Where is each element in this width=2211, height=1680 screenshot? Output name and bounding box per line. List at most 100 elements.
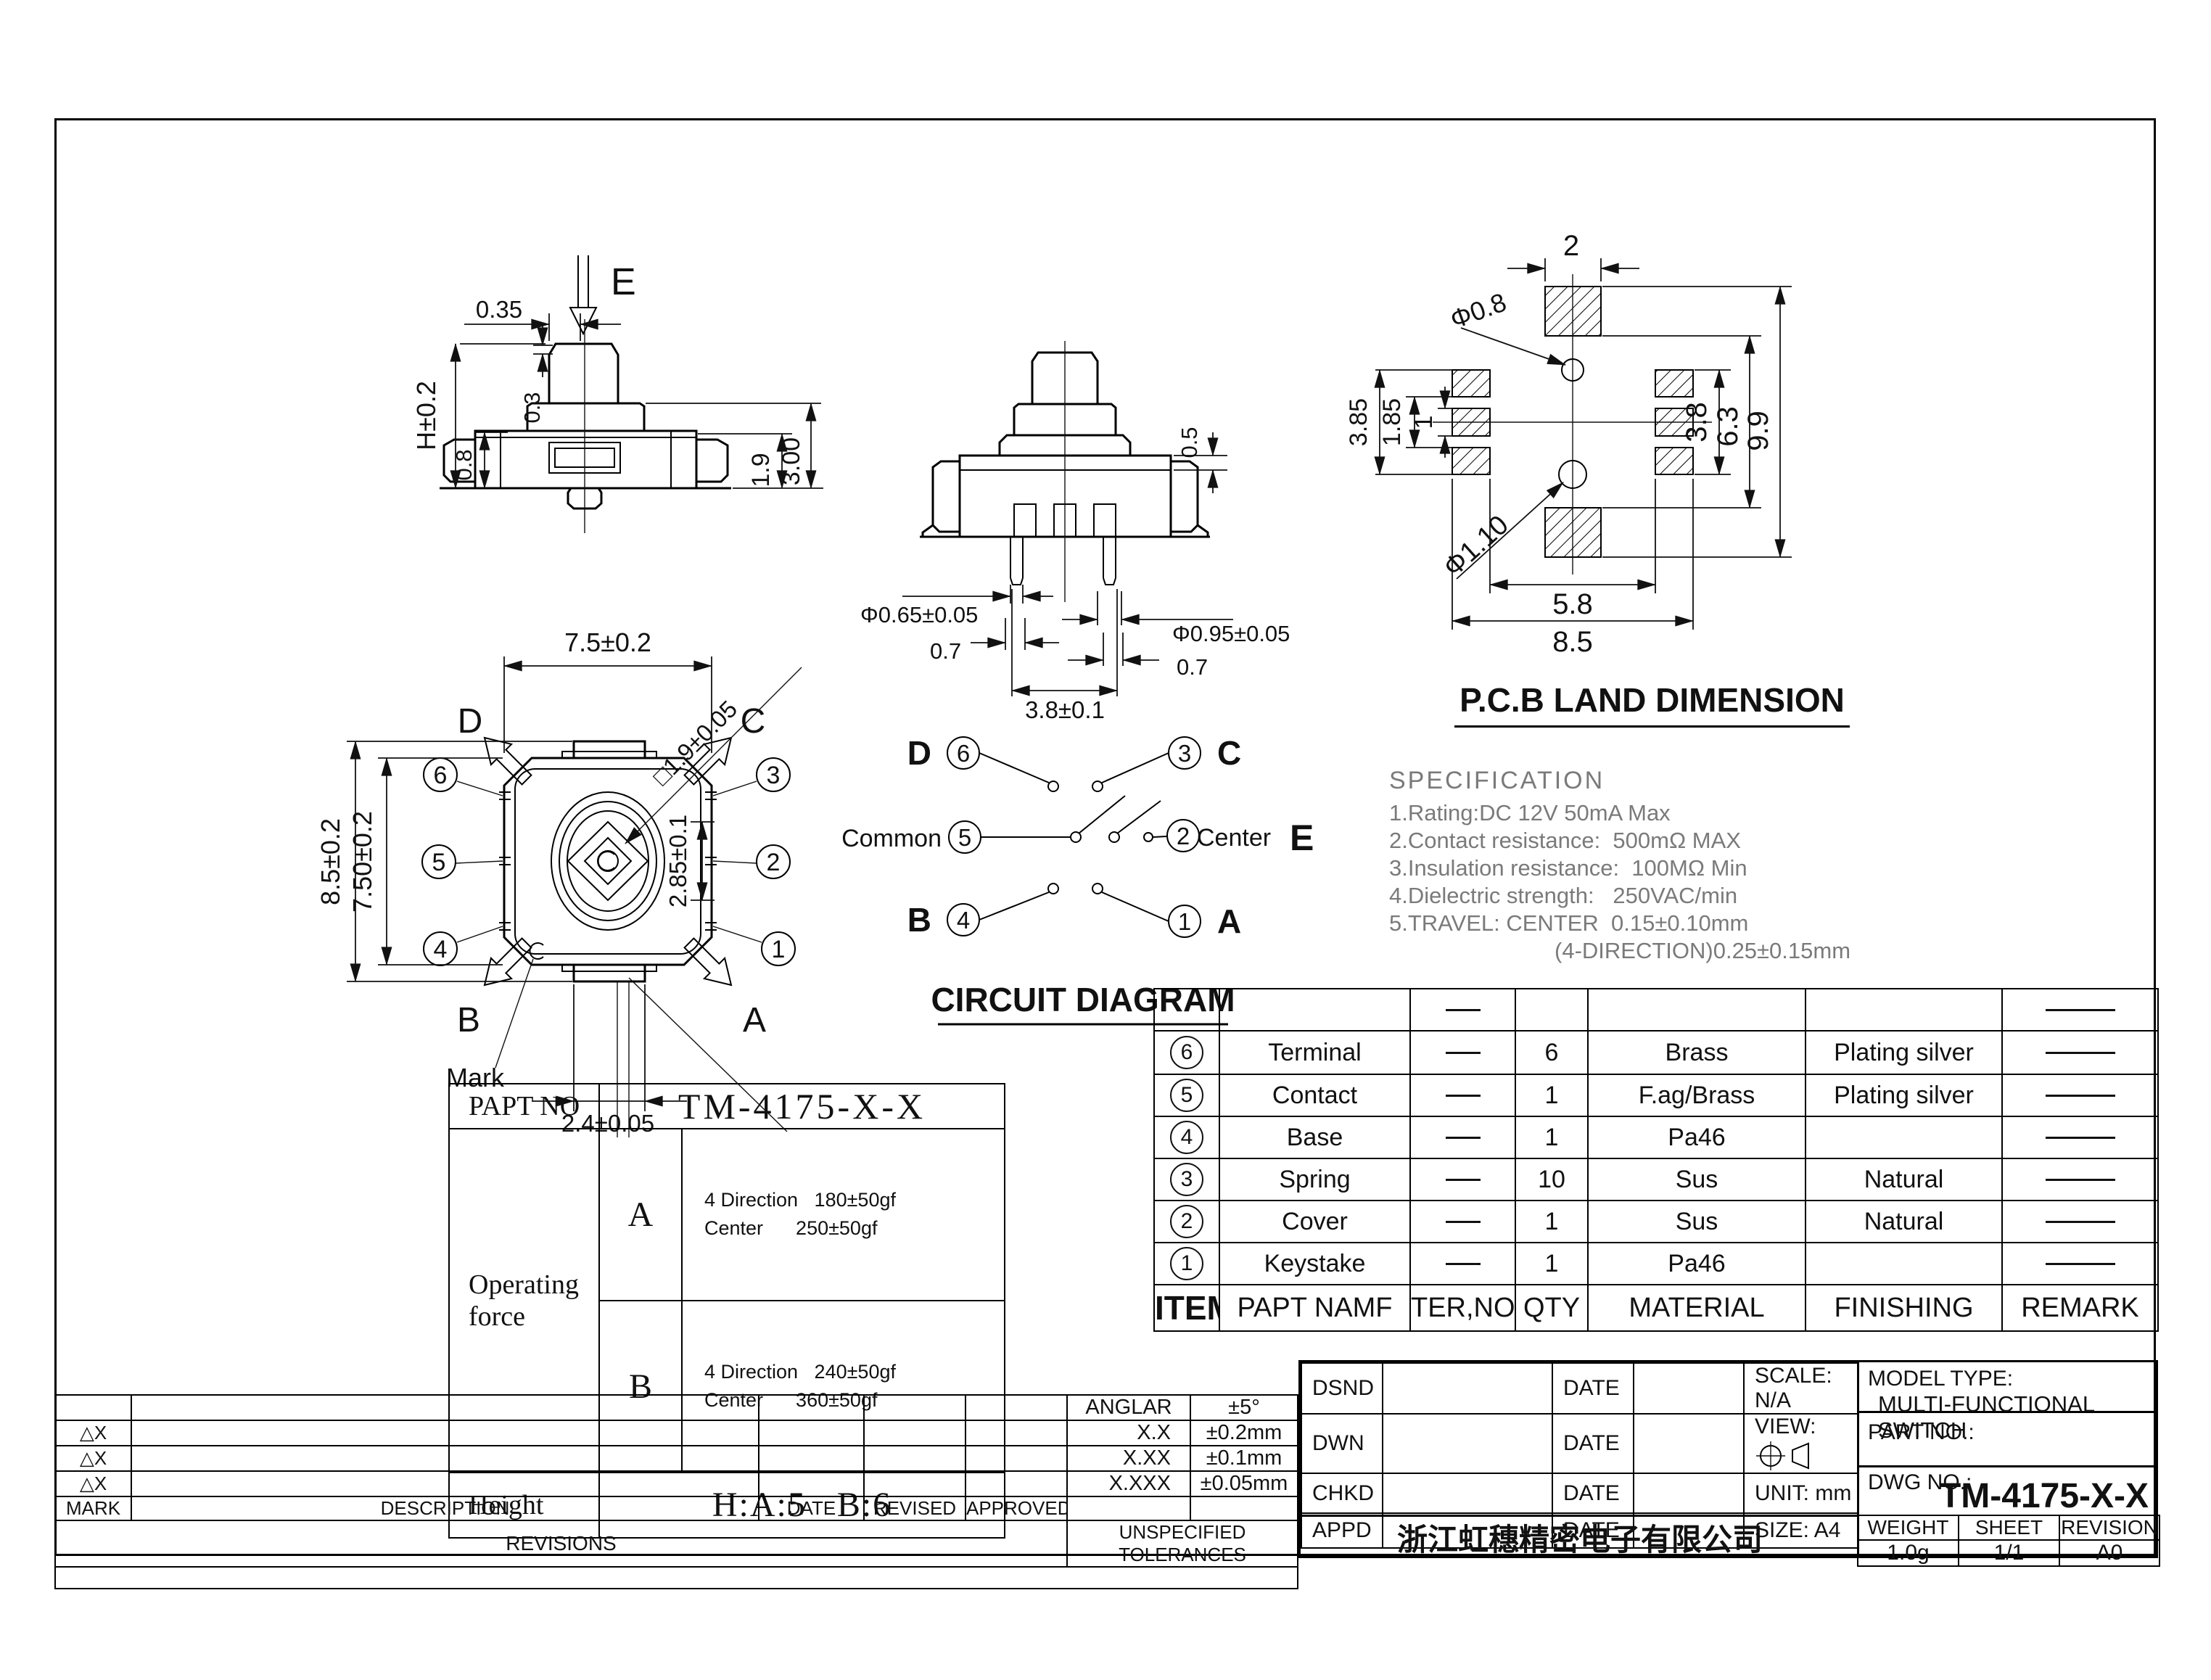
switch-body-front xyxy=(440,319,731,533)
node-4: 4 xyxy=(957,907,970,934)
dim-0-5: 0.5 xyxy=(1177,427,1202,458)
bom-material: Sus xyxy=(1587,1158,1806,1201)
appd-row: APPD DATE SIZE: A4 xyxy=(1301,1512,1859,1549)
revisions-table: ANGLAR ±5° △X X.X ±0.2mm △X X.XX ±0.1mm … xyxy=(54,1394,1298,1589)
dim-3-8: 3.8±0.1 xyxy=(1025,696,1105,723)
e-label: E xyxy=(611,261,636,303)
dim-phi08: Φ0.8 xyxy=(1446,287,1510,334)
rev-title-row: REVISIONS UNSPECIFIED TOLERANCES xyxy=(54,1520,1298,1568)
front-view-drawing: E 0.35 H±0.2 0.8 xyxy=(411,255,823,533)
rev-row-0: ANGLAR ±5° xyxy=(54,1394,1298,1421)
dim-8-5: 8.5 xyxy=(1552,626,1593,658)
rev-row-2: △X X.XX ±0.1mm xyxy=(54,1445,1298,1472)
bom-h-remark: REMARK xyxy=(2001,1284,2159,1332)
bom-name: Terminal xyxy=(1219,1030,1411,1075)
pin-3: 3 xyxy=(767,762,781,789)
rev-h-mark: MARK xyxy=(54,1496,132,1521)
dim-5-8: 5.8 xyxy=(1552,588,1593,620)
bom-row-spring: 3 Spring 10 Sus Natural xyxy=(1153,1158,2159,1201)
spec-line-1: 1.Rating:DC 12V 50mA Max xyxy=(1389,800,1671,825)
part-no-section: PART NO.: xyxy=(1859,1413,2158,1467)
pcb-land-drawing: 2 Φ0.8 Φ1.10 3.85 1.85 1 3.8 6.3 xyxy=(1345,230,1792,658)
part-no-label: PART NO.: xyxy=(1868,1420,1975,1444)
wsr-value-row: 1.0g 1/1 A0 xyxy=(1857,1539,2160,1567)
dim-phi095: Φ0.95±0.05 xyxy=(1172,621,1290,646)
view-label: VIEW: xyxy=(1755,1415,1816,1438)
dim-0-7-left: 0.7 xyxy=(930,638,961,664)
model-type-label: MODEL TYPE: xyxy=(1868,1367,2014,1391)
rev-mark: △X xyxy=(54,1470,132,1497)
dim-0-7-right: 0.7 xyxy=(1177,654,1208,680)
bom-material: Sus xyxy=(1587,1200,1806,1243)
rev-h-approved: APPROVED xyxy=(965,1496,1068,1521)
node-2: 2 xyxy=(1177,823,1190,849)
model-type-value: MULTI-FUNCTIONAL SWITCH xyxy=(1878,1391,2094,1443)
part-no-label: PAPT NO xyxy=(448,1083,600,1129)
revision-label: REVISION xyxy=(2059,1515,2160,1541)
orientation-mark xyxy=(529,942,544,960)
tol-xxx-label: X.XX xyxy=(1066,1445,1191,1472)
bom-finishing: Plating silver xyxy=(1805,1030,2003,1075)
bom-finishing: Plating silver xyxy=(1805,1074,2003,1117)
tolerances-title: UNSPECIFIED TOLERANCES xyxy=(1066,1520,1298,1568)
dash xyxy=(2045,1178,2115,1181)
bom-name: Cover xyxy=(1219,1200,1411,1243)
dash xyxy=(1445,1051,1481,1054)
revision-value: A0 xyxy=(2059,1539,2160,1567)
projection-symbol-icon xyxy=(1756,1441,1809,1470)
label-d: D xyxy=(907,734,931,772)
e-direction-arrow xyxy=(569,255,598,336)
bom-finishing: Natural xyxy=(1805,1158,2003,1201)
dash xyxy=(1445,1262,1481,1265)
pcb-land-title: P.C.B LAND DIMENSION xyxy=(1454,680,1850,728)
bom-material: F.ag/Brass xyxy=(1587,1074,1806,1117)
bom-row-base: 4 Base 1 Pa46 xyxy=(1153,1116,2159,1159)
bom-finishing xyxy=(1805,1242,2003,1285)
dim-8-5: 8.5±0.2 xyxy=(316,818,345,905)
bom-row-terminal: 6 Terminal 6 Brass Plating silver xyxy=(1153,1030,2159,1075)
rev-mark: △X xyxy=(54,1445,132,1472)
label-common: Common xyxy=(841,825,942,852)
rev-bottom-row xyxy=(54,1566,1298,1589)
bom-name: Base xyxy=(1219,1116,1411,1159)
specification-block: SPECIFICATION 1.Rating:DC 12V 50mA Max 2… xyxy=(1389,767,1850,965)
label-c: C xyxy=(1217,734,1241,772)
dash xyxy=(2045,1094,2115,1097)
item-badge: 1 xyxy=(1170,1247,1203,1280)
tol-anglar-value: ±5° xyxy=(1190,1394,1298,1421)
item-badge: 5 xyxy=(1170,1079,1203,1112)
dash xyxy=(1445,1094,1481,1097)
chkd-row: CHKD DATE UNIT: mm xyxy=(1301,1473,1859,1514)
dash xyxy=(1445,1136,1481,1139)
node-5: 5 xyxy=(958,824,971,851)
circuit-nodes: 6 3 5 2 4 1 D C B A Common Center E xyxy=(841,734,1314,940)
weight-value: 1.0g xyxy=(1857,1539,1959,1567)
bom-material: Pa46 xyxy=(1587,1242,1806,1285)
bom-row-contact: 5 Contact 1 F.ag/Brass Plating silver xyxy=(1153,1074,2159,1117)
bom-name: Spring xyxy=(1219,1158,1411,1201)
spec-line-4: 4.Dielectric strength: 250VAC/min xyxy=(1389,883,1738,908)
spec-title: SPECIFICATION xyxy=(1389,767,1605,794)
weight-label: WEIGHT xyxy=(1857,1515,1959,1541)
bom-h-qty: QTY xyxy=(1515,1284,1589,1332)
unit-value: UNIT: mm xyxy=(1743,1473,1859,1514)
dim-7-50: 7.50±0.2 xyxy=(347,811,377,913)
bom-material: Brass xyxy=(1587,1030,1806,1075)
dash xyxy=(2045,1008,2115,1011)
dash xyxy=(2045,1136,2115,1139)
side-dimensions: 0.5 Φ0.65±0.05 0.7 Φ0.95±0.05 0.7 3.8±0.… xyxy=(860,427,1290,723)
dim-3-85: 3.85 xyxy=(1345,398,1372,446)
rev-h-description: DESCRIPTION xyxy=(131,1496,759,1521)
dash xyxy=(1445,1220,1481,1223)
force-a-key: A xyxy=(598,1128,683,1301)
dash xyxy=(2045,1220,2115,1223)
chkd-label: CHKD xyxy=(1301,1473,1383,1514)
date-label: DATE xyxy=(1552,1512,1634,1549)
bom-h-name: PAPT NAMF xyxy=(1219,1284,1411,1332)
title-info-panel: MODEL TYPE: MULTI-FUNCTIONAL SWITCH PART… xyxy=(1857,1362,2158,1558)
spec-line-3: 3.Insulation resistance: 100MΩ Min xyxy=(1389,855,1747,881)
dwg-no-section: DWG NO.: TM-4175-X-X xyxy=(1859,1467,2158,1515)
dim-1: 1 xyxy=(1410,416,1438,429)
